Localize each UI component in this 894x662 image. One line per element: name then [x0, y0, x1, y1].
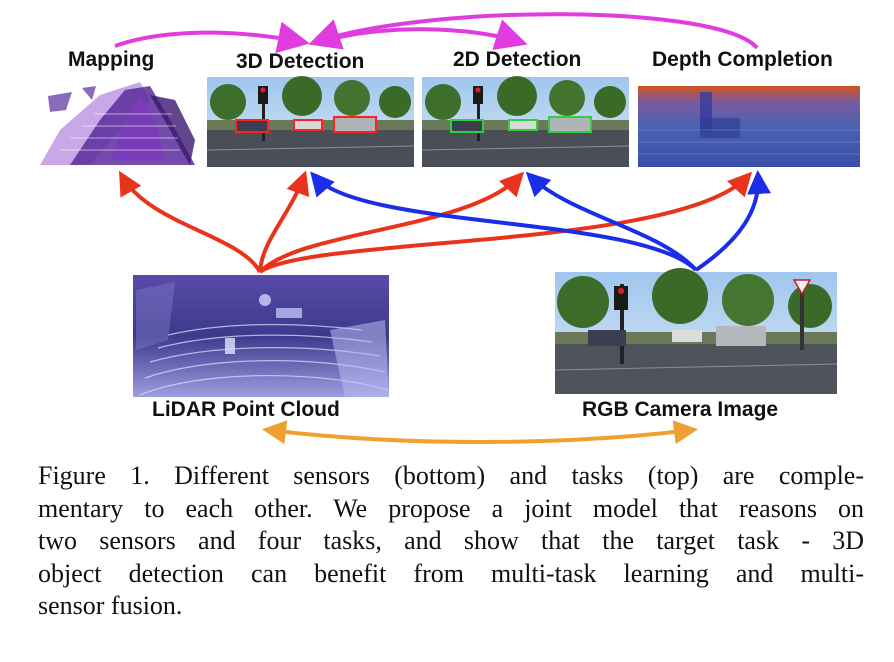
detection-3d-label: 3D Detection [236, 50, 365, 73]
caption-line: two sensors and four tasks, and show tha… [38, 526, 864, 555]
camera-to-depth-arrow [694, 170, 772, 272]
camera-to-3d-arrow [310, 171, 698, 272]
caption-line: object detection can benefit from multi-… [38, 558, 864, 588]
mapping-to-3d-arrow [114, 21, 310, 54]
figure: Mapping 3D Detection 2D Detection Depth … [40, 12, 860, 445]
camera-label: RGB Camera Image [582, 398, 779, 421]
lidar-to-2d-arrow [258, 171, 525, 274]
camera-to-2d-arrow [525, 171, 698, 272]
lidar-links [119, 170, 753, 274]
depth-completion-thumbnail [638, 86, 860, 167]
lidar-to-mapping-arrow [119, 170, 262, 274]
caption-line: Figure 1. Different sensors (bottom) and… [38, 461, 864, 490]
detection-2d-thumbnail [421, 76, 630, 167]
task-links [114, 12, 759, 54]
camera-links [310, 170, 772, 272]
caption-line: mentary to each other. We propose a join… [38, 493, 864, 523]
detection-3d-thumbnail [206, 76, 415, 167]
figure-graphic [40, 12, 860, 445]
lidar-to-3d-arrow [258, 170, 310, 273]
lidar-label: LiDAR Point Cloud [152, 398, 340, 421]
mapping-thumbnail [40, 82, 195, 165]
lidar-to-depth-arrow [258, 171, 753, 274]
mapping-label: Mapping [68, 48, 155, 71]
rgb-camera-image [554, 268, 838, 394]
detection-2d-label: 2D Detection [453, 48, 582, 71]
depth-to-3d-arrow [308, 12, 759, 50]
lidar-point-cloud-image [133, 275, 389, 397]
sensor-link-arrow [262, 420, 698, 445]
depth-completion-label: Depth Completion [652, 48, 833, 71]
caption-line: sensor fusion. [38, 591, 183, 620]
figure-caption: Figure 1. Different sensors (bottom) and… [38, 460, 864, 623]
